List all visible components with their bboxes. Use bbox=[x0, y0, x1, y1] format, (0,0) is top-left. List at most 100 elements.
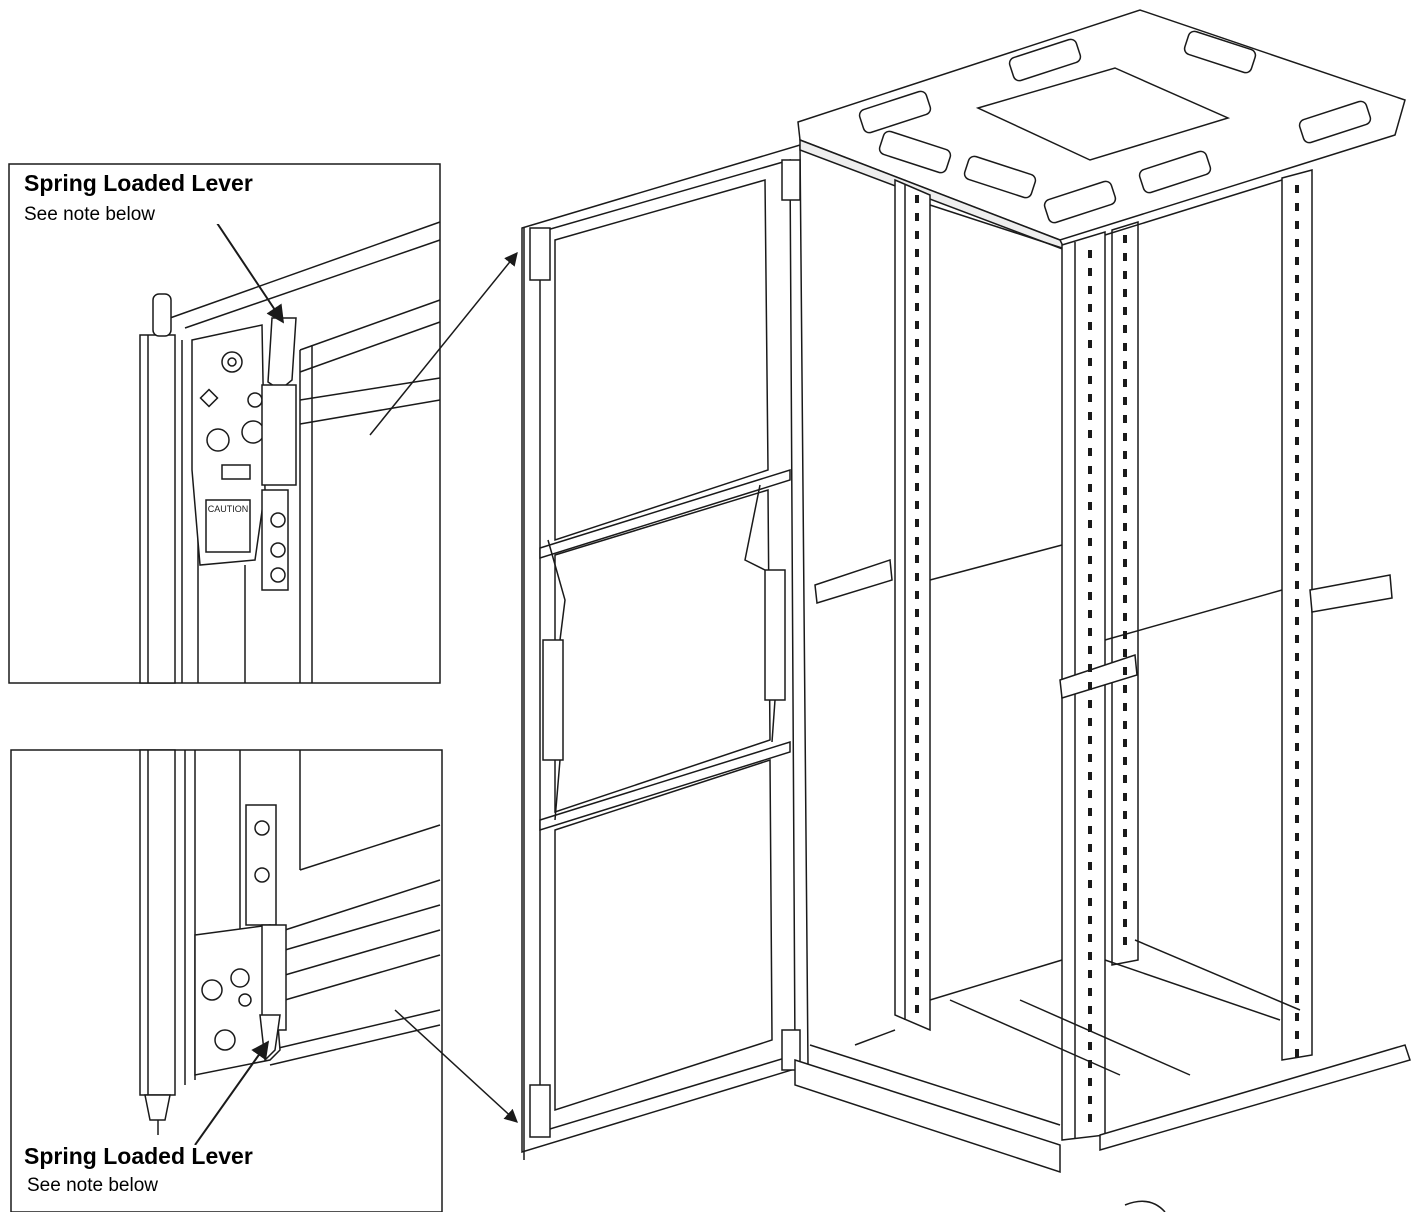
mounting-hole bbox=[915, 951, 919, 959]
caution-label: CAUTION bbox=[208, 504, 249, 514]
mounting-hole bbox=[1088, 520, 1092, 528]
mounting-hole bbox=[1295, 491, 1299, 499]
mounting-hole bbox=[1088, 808, 1092, 816]
mounting-hole bbox=[1295, 437, 1299, 445]
mounting-hole bbox=[1123, 667, 1127, 675]
mounting-hole bbox=[915, 195, 919, 203]
mounting-hole bbox=[1295, 833, 1299, 841]
mounting-hole bbox=[1123, 523, 1127, 531]
mounting-hole bbox=[915, 825, 919, 833]
mounting-hole bbox=[1088, 484, 1092, 492]
mounting-hole bbox=[1295, 797, 1299, 805]
mounting-hole bbox=[1123, 469, 1127, 477]
mounting-hole bbox=[915, 897, 919, 905]
mounting-hole bbox=[915, 267, 919, 275]
mounting-hole bbox=[1123, 775, 1127, 783]
mounting-hole bbox=[915, 681, 919, 689]
mounting-hole bbox=[1088, 376, 1092, 384]
mounting-hole bbox=[1088, 1006, 1092, 1014]
mounting-hole bbox=[1123, 721, 1127, 729]
mounting-hole bbox=[915, 789, 919, 797]
mounting-hole bbox=[1088, 556, 1092, 564]
mounting-hole bbox=[1088, 466, 1092, 474]
mounting-hole bbox=[1123, 433, 1127, 441]
mounting-hole bbox=[1295, 419, 1299, 427]
mounting-hole bbox=[915, 987, 919, 995]
mounting-hole bbox=[1088, 1042, 1092, 1050]
mounting-hole bbox=[1088, 862, 1092, 870]
mounting-hole bbox=[1295, 815, 1299, 823]
mounting-hole bbox=[915, 591, 919, 599]
mounting-hole bbox=[1295, 689, 1299, 697]
mounting-hole bbox=[1123, 865, 1127, 873]
mounting-hole bbox=[1123, 631, 1127, 639]
mounting-hole bbox=[915, 519, 919, 527]
mounting-hole bbox=[1295, 473, 1299, 481]
mounting-hole bbox=[915, 627, 919, 635]
mounting-hole bbox=[1295, 347, 1299, 355]
mounting-hole bbox=[915, 465, 919, 473]
mounting-hole bbox=[1123, 397, 1127, 405]
mounting-hole bbox=[915, 555, 919, 563]
mounting-hole bbox=[915, 357, 919, 365]
mounting-hole bbox=[1123, 289, 1127, 297]
mounting-hole bbox=[915, 609, 919, 617]
mounting-hole bbox=[1088, 988, 1092, 996]
mounting-hole bbox=[1123, 487, 1127, 495]
mounting-hole bbox=[915, 663, 919, 671]
mounting-hole bbox=[1123, 379, 1127, 387]
mounting-hole bbox=[1123, 703, 1127, 711]
mounting-hole bbox=[1123, 415, 1127, 423]
mounting-hole bbox=[915, 483, 919, 491]
mounting-hole bbox=[1123, 505, 1127, 513]
mounting-hole bbox=[1295, 977, 1299, 985]
mounting-hole bbox=[1088, 358, 1092, 366]
mounting-hole bbox=[1295, 329, 1299, 337]
rack-frame bbox=[794, 9, 1411, 1174]
rotation-arrow bbox=[1124, 1200, 1166, 1212]
mounting-hole bbox=[1088, 772, 1092, 780]
mounting-hole bbox=[915, 645, 919, 653]
mounting-hole bbox=[1123, 577, 1127, 585]
bottom-inset-detail bbox=[10, 749, 518, 1212]
mounting-hole bbox=[915, 411, 919, 419]
mounting-hole bbox=[1123, 343, 1127, 351]
mounting-hole bbox=[1123, 541, 1127, 549]
mounting-hole bbox=[1295, 185, 1299, 193]
mounting-hole bbox=[1295, 311, 1299, 319]
mounting-hole bbox=[1295, 653, 1299, 661]
mounting-hole bbox=[1088, 916, 1092, 924]
mounting-hole bbox=[1088, 538, 1092, 546]
mounting-hole bbox=[915, 861, 919, 869]
mounting-hole bbox=[1088, 1078, 1092, 1086]
mounting-hole bbox=[1088, 826, 1092, 834]
mounting-hole bbox=[1088, 952, 1092, 960]
mounting-hole bbox=[1295, 275, 1299, 283]
mounting-hole bbox=[915, 771, 919, 779]
mounting-hole bbox=[1295, 869, 1299, 877]
bottom-callout-note: See note below bbox=[27, 1175, 158, 1196]
mounting-hole bbox=[915, 285, 919, 293]
mounting-hole bbox=[1295, 1049, 1299, 1057]
mounting-hole bbox=[915, 807, 919, 815]
mounting-hole bbox=[1123, 253, 1127, 261]
mounting-hole bbox=[1295, 617, 1299, 625]
mounting-hole bbox=[1295, 887, 1299, 895]
mounting-hole bbox=[1088, 574, 1092, 582]
mounting-hole bbox=[1088, 700, 1092, 708]
mounting-hole bbox=[915, 249, 919, 257]
mounting-hole bbox=[915, 915, 919, 923]
mounting-hole bbox=[1123, 829, 1127, 837]
mounting-hole bbox=[1295, 401, 1299, 409]
mounting-hole bbox=[1123, 325, 1127, 333]
mounting-hole bbox=[1295, 779, 1299, 787]
mounting-hole bbox=[1123, 361, 1127, 369]
rack-door bbox=[521, 143, 809, 1160]
mounting-hole bbox=[1123, 595, 1127, 603]
mounting-hole bbox=[1295, 923, 1299, 931]
mounting-hole bbox=[1295, 761, 1299, 769]
top-callout-note: See note below bbox=[24, 204, 155, 225]
mounting-hole bbox=[1295, 671, 1299, 679]
mounting-hole bbox=[1088, 1060, 1092, 1068]
mounting-hole bbox=[1295, 455, 1299, 463]
